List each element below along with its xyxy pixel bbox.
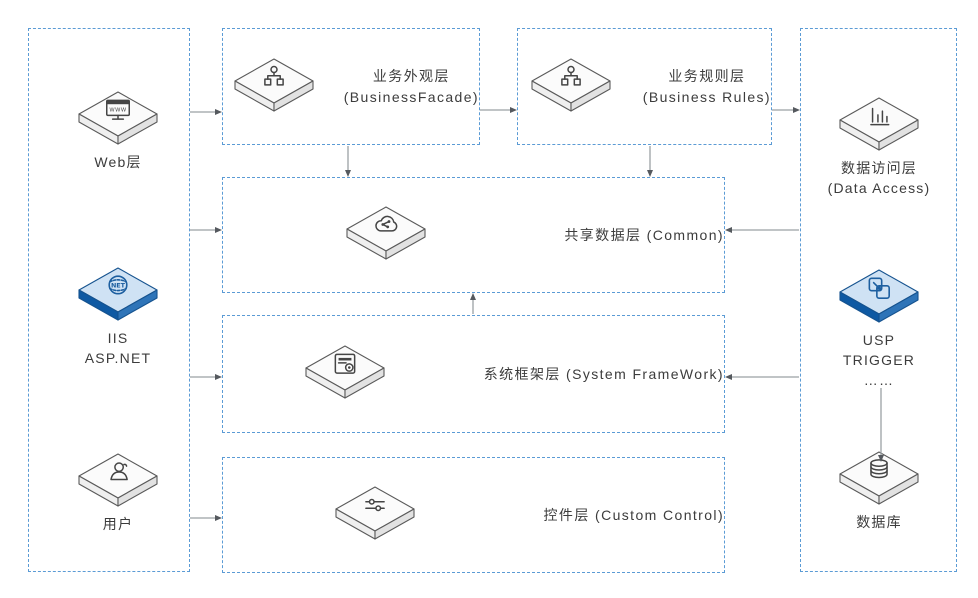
framework-tile [305, 345, 385, 403]
common-title: 共享数据层 (Common) [564, 226, 724, 243]
svg-text:NET: NET [111, 281, 126, 289]
user-tile [78, 453, 158, 511]
database-cylinder-icon [870, 459, 888, 479]
person-icon [110, 462, 128, 481]
framework-title: 系统框架层 (System FrameWork) [483, 365, 724, 382]
facade-subtitle: (BusinessFacade) [343, 88, 479, 105]
database-tile [839, 451, 919, 509]
web-node-label: Web层 [94, 154, 142, 170]
right-tier-container: 数据访问层 (Data Access) USP TRIGGER …… [800, 28, 957, 572]
iis-node-label-1: IIS [107, 330, 129, 346]
user-node-label: 用户 [102, 516, 134, 532]
usp-trigger-node: USP TRIGGER …… [809, 269, 949, 390]
web-node: WWW Web层 [48, 91, 188, 172]
common-layer-box: 共享数据层 (Common) [222, 177, 725, 293]
sliders-icon [365, 498, 386, 512]
iis-node: NET IIS ASP.NET [48, 267, 188, 368]
iis-tile: NET [78, 267, 158, 325]
business-facade-box: 业务外观层 (BusinessFacade) [222, 28, 480, 145]
usp-label-1: USP [862, 332, 896, 348]
control-tile [335, 486, 415, 544]
data-access-title: 数据访问层 [841, 160, 917, 176]
facade-tile [234, 58, 314, 116]
database-node: 数据库 [809, 451, 949, 532]
business-rules-box: 业务规则层 (Business Rules) [517, 28, 772, 145]
usp-label-2: TRIGGER [842, 352, 916, 368]
sitemap-icon [561, 65, 582, 86]
custom-control-box: 控件层 (Custom Control) [222, 457, 725, 573]
system-framework-box: 系统框架层 (System FrameWork) [222, 315, 725, 433]
browser-www-icon: WWW [106, 99, 130, 120]
form-document-icon [334, 353, 356, 374]
overlap-windows-arrow-icon [868, 277, 890, 299]
data-access-tile [839, 97, 919, 155]
usp-tile [839, 269, 919, 327]
cloud-share-icon [374, 215, 398, 232]
left-tier-container: WWW Web层 NET IIS ASP.NET [28, 28, 190, 572]
bar-chart-icon [870, 107, 890, 126]
rules-title: 业务规则层 [668, 67, 746, 84]
dotnet-globe-icon: NET [108, 275, 128, 295]
database-node-label: 数据库 [856, 514, 902, 530]
data-access-subtitle: (Data Access) [827, 180, 931, 196]
rules-tile [531, 58, 611, 116]
sitemap-icon [264, 65, 285, 86]
common-tile [346, 206, 426, 264]
svg-text:WWW: WWW [109, 108, 126, 114]
rules-subtitle: (Business Rules) [642, 88, 771, 105]
data-access-node: 数据访问层 (Data Access) [809, 97, 949, 198]
control-title: 控件层 (Custom Control) [543, 506, 724, 523]
user-node: 用户 [48, 453, 188, 534]
iis-node-label-2: ASP.NET [84, 350, 152, 366]
rules-label-block: 业务规则层 (Business Rules) [643, 66, 771, 108]
facade-title: 业务外观层 [372, 67, 450, 84]
facade-label-block: 业务外观层 (BusinessFacade) [344, 66, 479, 108]
usp-label-3: …… [863, 372, 895, 388]
web-tier-tile: WWW [78, 91, 158, 149]
